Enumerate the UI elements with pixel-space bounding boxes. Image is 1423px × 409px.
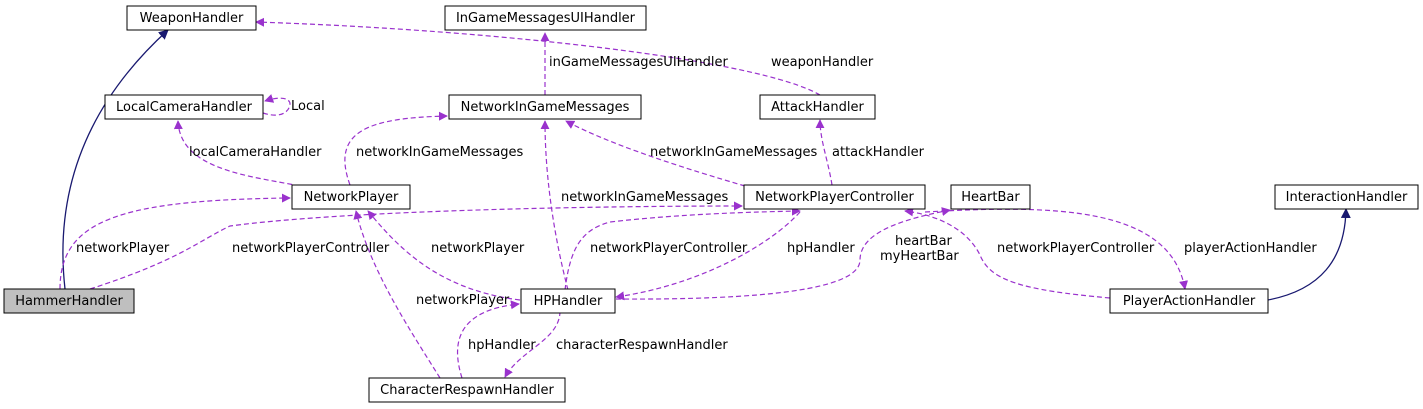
node-attack-handler[interactable]: AttackHandler [759, 94, 876, 120]
node-heart-bar[interactable]: HeartBar [950, 184, 1031, 210]
node-hammer-handler[interactable]: HammerHandler [3, 288, 135, 314]
node-network-player[interactable]: NetworkPlayer [291, 184, 411, 210]
edge-label-local-camera-handler: localCameraHandler [189, 145, 322, 160]
edge-label-crh-hp-handler: hpHandler [468, 338, 536, 353]
node-label: InGameMessagesUIHandler [456, 11, 636, 26]
node-label: AttackHandler [771, 100, 864, 115]
node-label: CharacterRespawnHandler [380, 383, 554, 398]
node-character-respawn-handler[interactable]: CharacterRespawnHandler [368, 377, 566, 403]
node-label: NetworkInGameMessages [461, 100, 630, 115]
edge-label-np-network-ingame-messages: networkInGameMessages [356, 145, 524, 160]
edge-label-npc-network-ingame-messages: networkInGameMessages [650, 145, 818, 160]
edge-np-to-localcamera [173, 120, 301, 187]
node-network-player-controller[interactable]: NetworkPlayerController [743, 184, 926, 210]
edge-label-player-action-handler: playerActionHandler [1184, 241, 1317, 256]
edge-label-weapon-handler: weaponHandler [771, 55, 874, 70]
edge-npc-to-attack [815, 119, 833, 186]
node-label: InteractionHandler [1286, 190, 1408, 205]
edge-label-hp-network-ingame-messages: networkInGameMessages [561, 190, 729, 205]
node-ingame-messages-ui-handler[interactable]: InGameMessagesUIHandler [444, 5, 647, 31]
edge-crh-to-hp [456, 300, 520, 379]
edge-attack-to-weapon [255, 17, 821, 96]
edge-hp-to-crh [504, 310, 561, 378]
edge-label-local: Local [291, 99, 325, 114]
node-label: HeartBar [961, 190, 1020, 205]
edge-label-heart-bar: heartBar [895, 234, 953, 249]
edge-hp-to-npc [564, 206, 801, 291]
edge-playeraction-to-interactionhandler [1267, 208, 1351, 301]
edge-label-hp-network-player: networkPlayer [431, 241, 525, 256]
edge-label-attack-handler: attackHandler [832, 145, 925, 160]
edge-hp-to-ngm [540, 120, 569, 291]
node-network-ingame-messages[interactable]: NetworkInGameMessages [448, 94, 642, 120]
edge-hammer-to-np [59, 193, 291, 290]
edge-label-character-respawn-handler: characterRespawnHandler [556, 338, 728, 353]
edge-npc-to-ngm [565, 120, 746, 187]
node-label: HPHandler [534, 294, 603, 309]
edge-crh-to-np [353, 210, 441, 379]
edge-label-my-heart-bar: myHeartBar [880, 249, 959, 264]
node-local-camera-handler[interactable]: LocalCameraHandler [104, 94, 264, 120]
edge-hammer-to-npc [89, 201, 743, 290]
edge-hp-to-np [367, 210, 521, 301]
edge-label-npc-hp-handler: hpHandler [787, 241, 855, 256]
edge-np-to-ngm [344, 111, 448, 186]
node-label: NetworkPlayer [304, 190, 399, 205]
edge-label-hammer-network-player-controller: networkPlayerController [232, 241, 390, 256]
node-label: WeaponHandler [140, 11, 244, 26]
edge-label-crh-network-player: networkPlayer [416, 293, 510, 308]
node-label: PlayerActionHandler [1123, 294, 1256, 309]
node-player-action-handler[interactable]: PlayerActionHandler [1109, 288, 1269, 314]
node-weapon-handler[interactable]: WeaponHandler [126, 5, 257, 31]
edge-localcamera-self [262, 94, 291, 116]
node-label: HammerHandler [15, 294, 123, 309]
edge-hammer-to-weaponhandler [62, 29, 169, 290]
node-label: LocalCameraHandler [116, 100, 253, 115]
edge-pah-to-npc [904, 207, 1111, 299]
edge-label-pah-network-player-controller: networkPlayerController [997, 241, 1155, 256]
edge-label-hammer-network-player: networkPlayer [76, 241, 170, 256]
node-label: NetworkPlayerController [755, 190, 914, 205]
edge-label-hp-network-player-controller: networkPlayerController [590, 241, 748, 256]
edge-label-ingame-messages-ui-handler: inGameMessagesUIHandler [549, 55, 728, 70]
edge-npc-to-hp [615, 211, 801, 301]
node-hp-handler[interactable]: HPHandler [520, 288, 616, 314]
edge-npc-to-pah [924, 208, 1188, 290]
node-interaction-handler[interactable]: InteractionHandler [1274, 184, 1419, 210]
